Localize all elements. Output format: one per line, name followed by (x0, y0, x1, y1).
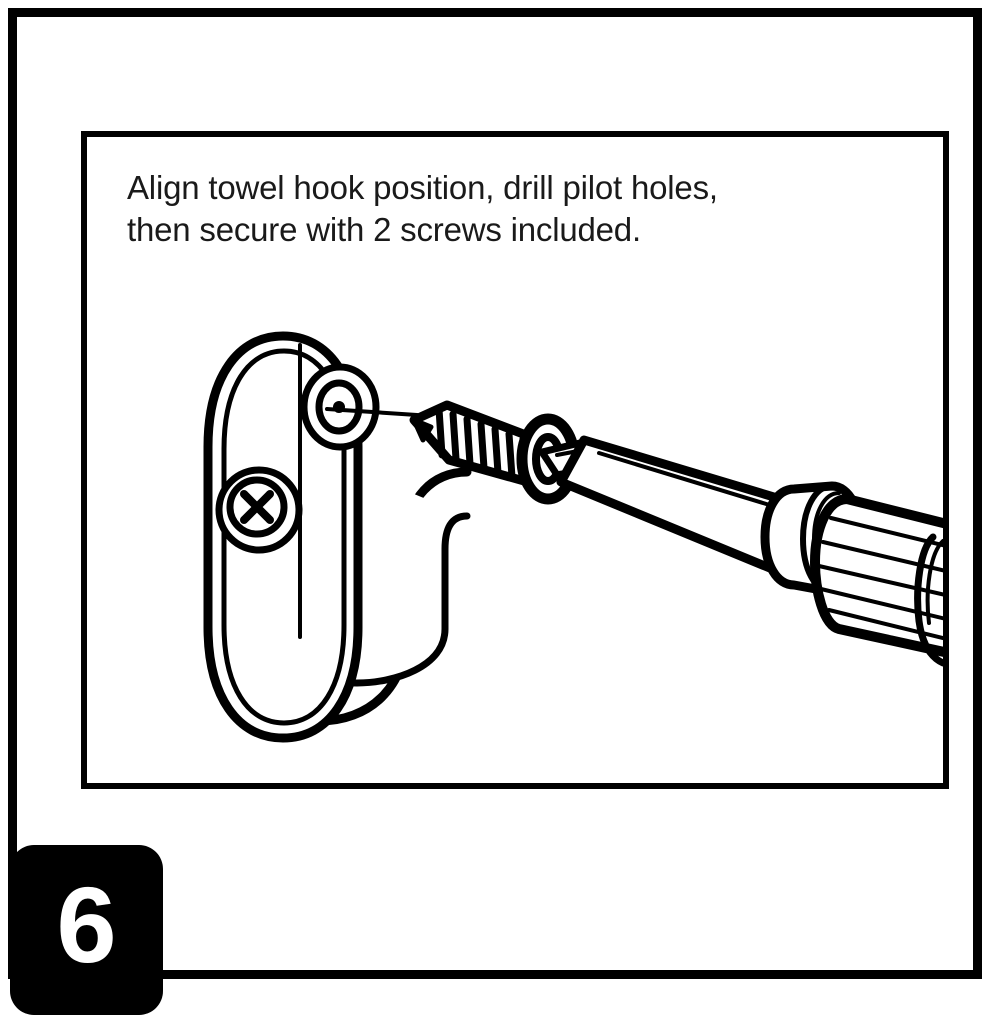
step-number-badge: 6 (10, 845, 163, 1015)
illustration-panel: Align towel hook position, drill pilot h… (81, 131, 949, 789)
towel-hook-illustration (203, 331, 943, 743)
instruction-caption: Align towel hook position, drill pilot h… (127, 169, 718, 248)
step-number-label: 6 (56, 864, 117, 985)
outer-frame-border: Align towel hook position, drill pilot h… (8, 8, 982, 979)
